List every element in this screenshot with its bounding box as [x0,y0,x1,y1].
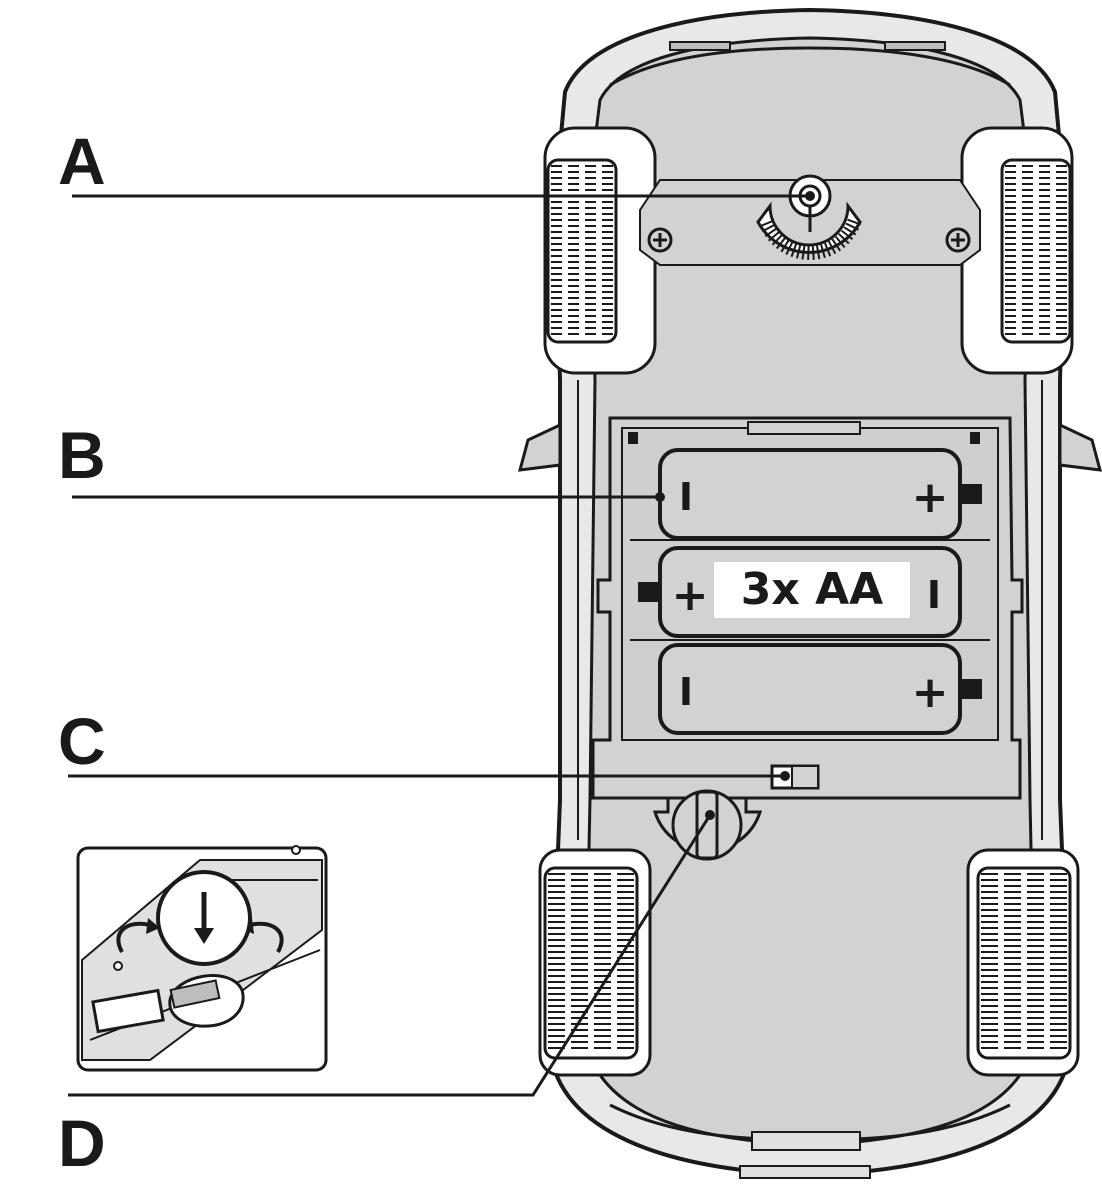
leader-line-d [68,814,712,1097]
callout-label-b: B [58,418,106,492]
steering-trim-dial[interactable] [756,174,862,261]
battery-cell-top: I + [658,448,982,540]
front-right-wheel [960,126,1074,375]
front-left-wheel [543,126,657,375]
battery-minus-mark: I [927,573,941,617]
callout-label-a: A [58,124,106,198]
battery-plus-mark: + [672,570,709,621]
battery-cell-bottom: I + [658,643,982,735]
leader-lines [68,191,815,1097]
rear-left-wheel [538,848,652,1077]
battery-type-label: 3x AA [714,562,910,618]
battery-plus-mark: + [912,472,949,523]
arrow-down-icon [194,892,214,944]
power-switch[interactable] [770,764,820,790]
battery-minus-mark: I [679,475,693,519]
rear-right-wheel [966,848,1080,1077]
battery-cover-lock[interactable] [652,789,763,861]
callout-label-d: D [58,1106,106,1180]
battery-plus-mark: + [912,667,949,718]
callout-label-c: C [58,704,106,778]
battery-minus-mark: I [679,670,693,714]
lock-detail-inset [76,845,328,1072]
